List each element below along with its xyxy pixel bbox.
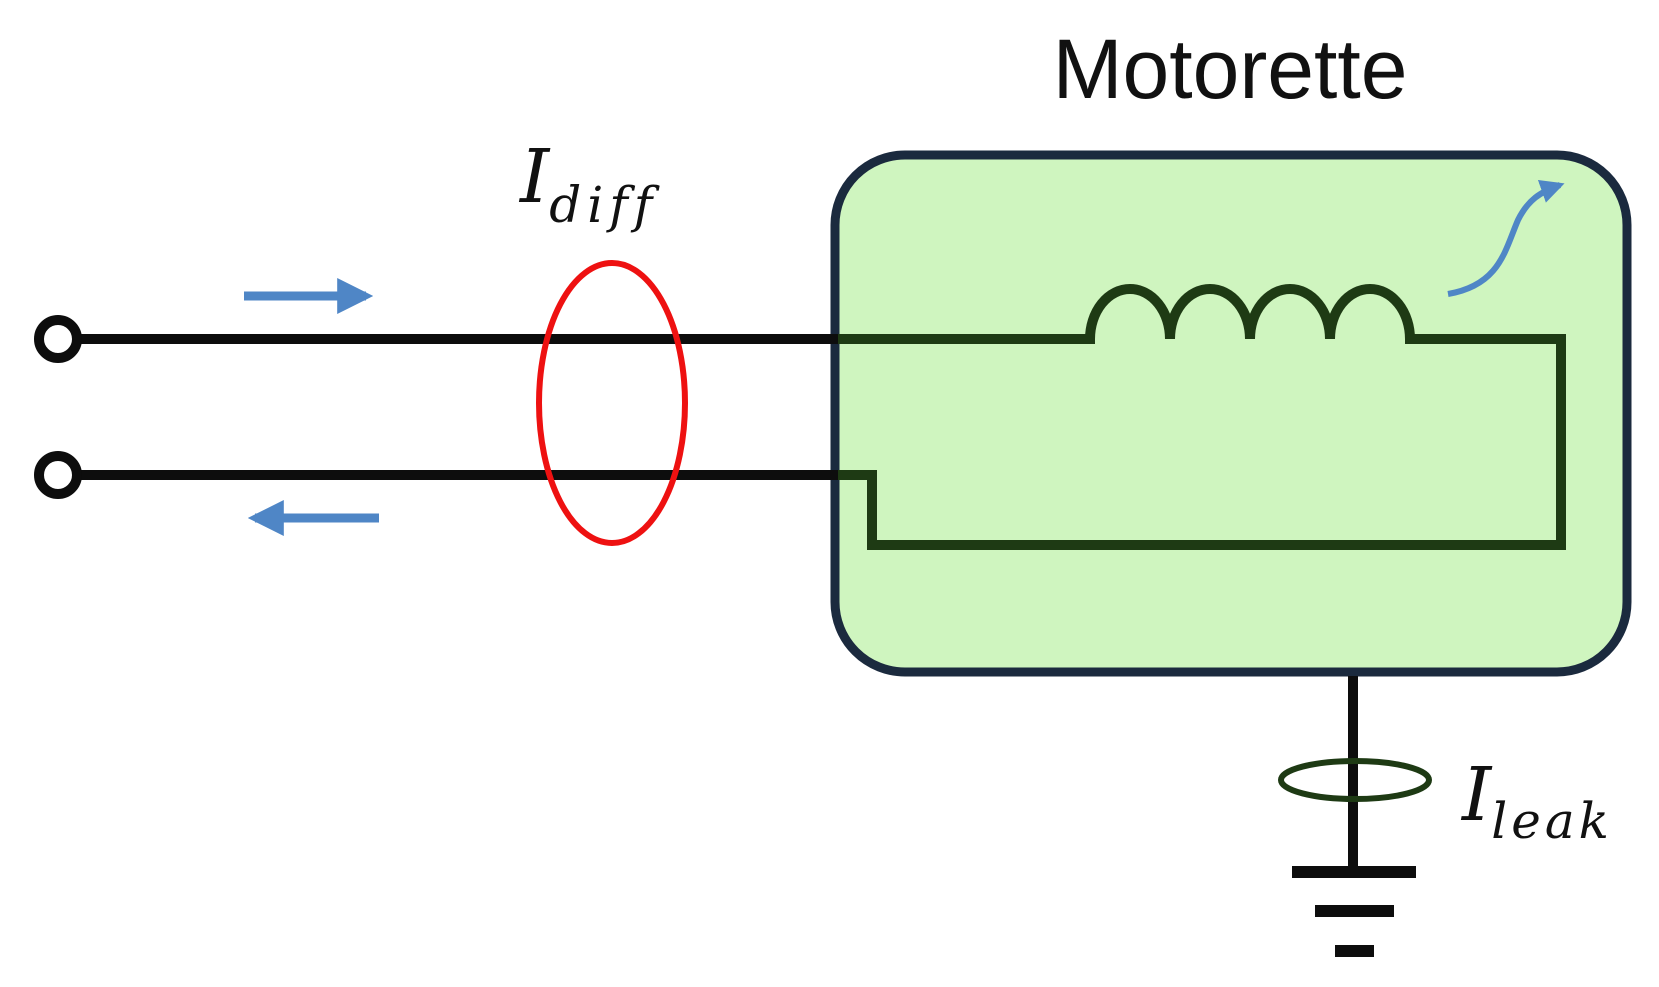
ileak-label: Ileak — [1460, 752, 1613, 850]
winding-loop — [838, 284, 1566, 550]
diagram-title: Motorette — [1053, 22, 1408, 116]
leak-current-sensor — [1278, 758, 1432, 802]
motorette-enclosure — [830, 150, 1632, 677]
diff-current-sensor — [536, 260, 688, 546]
ileak-subscript: leak — [1491, 792, 1613, 850]
top-terminal — [34, 315, 82, 363]
idiff-main: I — [518, 134, 551, 220]
leakage-arrow-icon — [1447, 180, 1565, 297]
idiff-subscript: diff — [549, 176, 660, 234]
idiff-label: Idiff — [518, 134, 660, 234]
ground-icon — [1292, 866, 1416, 957]
bottom-terminal — [34, 451, 82, 499]
ileak-main: I — [1460, 752, 1493, 838]
